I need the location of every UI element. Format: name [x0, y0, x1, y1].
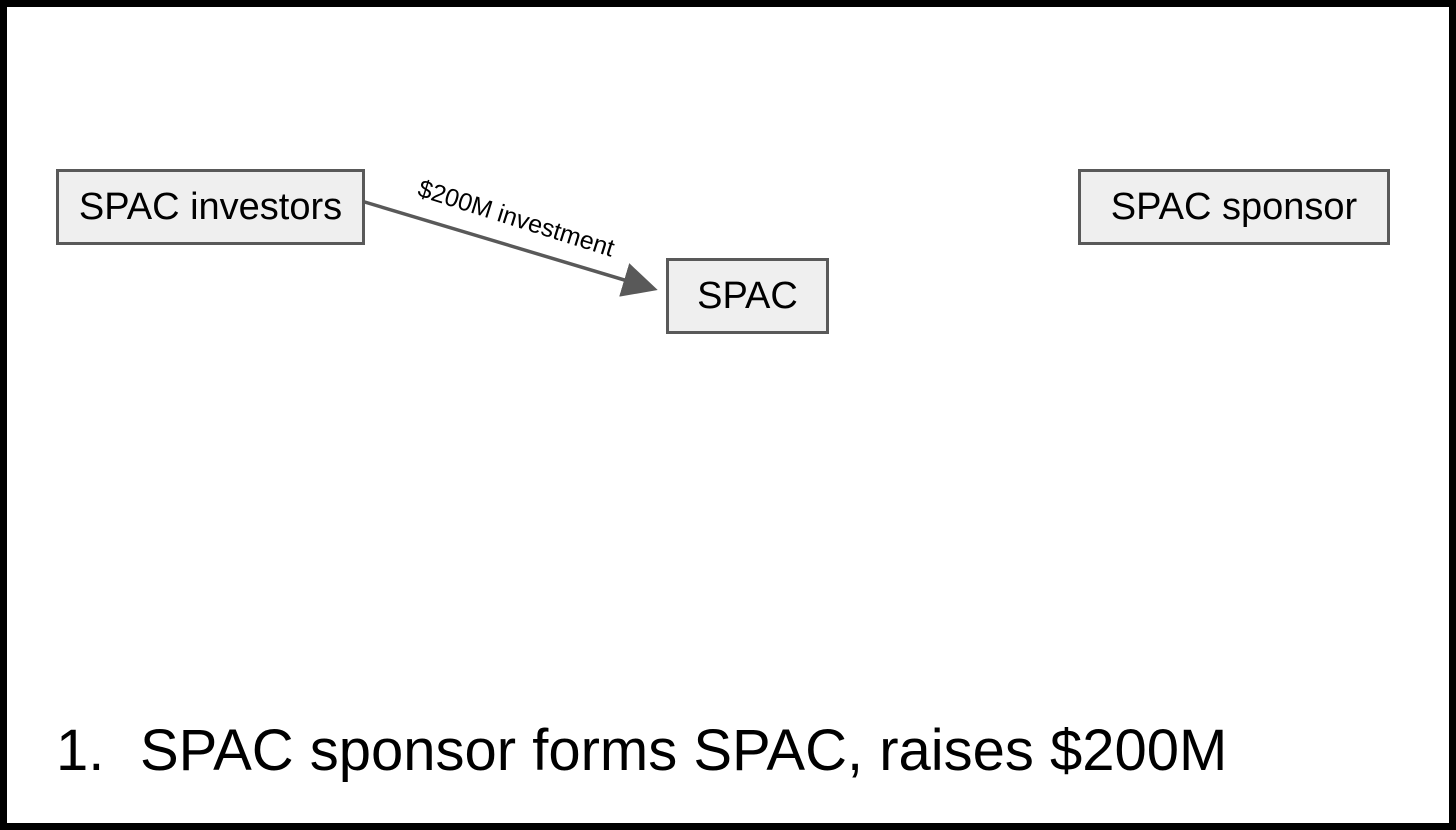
node-spac-investors: SPAC investors: [56, 169, 365, 245]
slide-caption: 1. SPAC sponsor forms SPAC, raises $200M: [56, 717, 1227, 784]
caption-text: SPAC sponsor forms SPAC, raises $200M: [140, 718, 1228, 783]
node-spac-sponsor: SPAC sponsor: [1078, 169, 1390, 245]
caption-number: 1.: [56, 718, 105, 783]
edge-investors-to-spac: [357, 198, 658, 297]
node-spac: SPAC: [666, 258, 829, 334]
diagram-connectors: [357, 198, 658, 297]
